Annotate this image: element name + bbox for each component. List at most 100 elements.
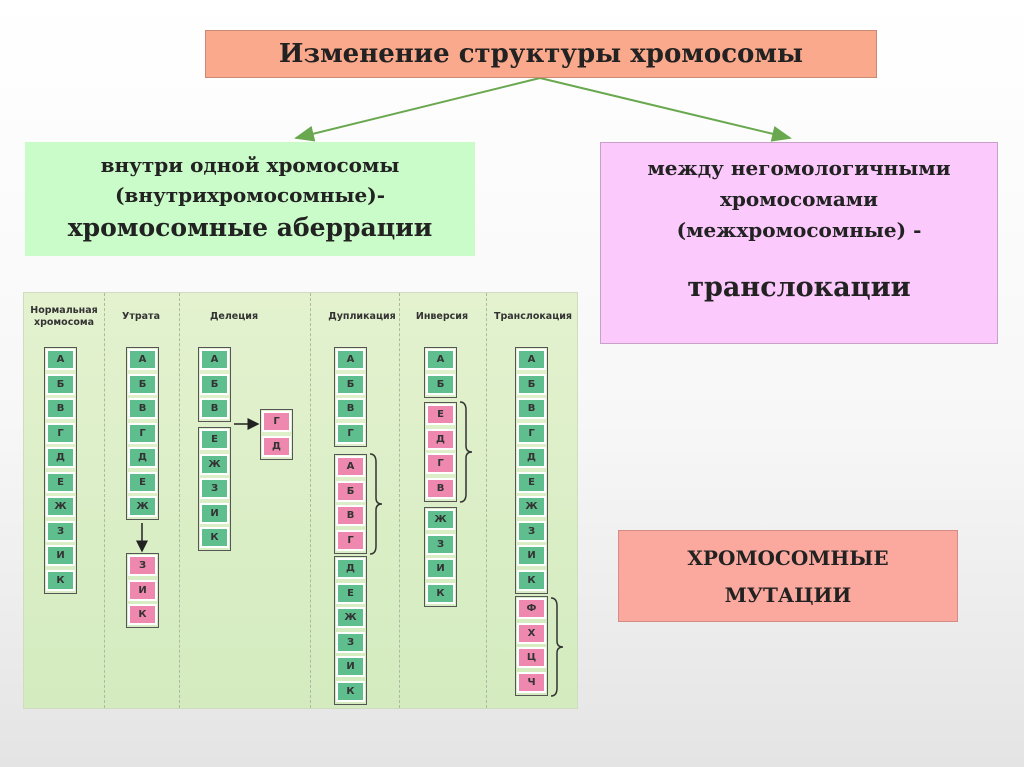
column-header-line: Транслокация bbox=[493, 311, 573, 322]
gene-cell: Ч bbox=[517, 671, 546, 693]
gene-cell: А bbox=[128, 349, 157, 370]
gene-cell: Х bbox=[517, 622, 546, 644]
chromosome-segment bbox=[515, 596, 548, 696]
gene-cell: К bbox=[200, 527, 229, 548]
inter-line-1: между негомологичными bbox=[647, 156, 951, 180]
gene-cell: И bbox=[128, 579, 157, 601]
gene-cell: И bbox=[46, 545, 75, 566]
gene-cell: Д bbox=[517, 447, 546, 468]
gene-cell: Б bbox=[517, 373, 546, 395]
gene-cell: Е bbox=[336, 582, 365, 604]
gene-cell: К bbox=[517, 569, 546, 591]
intrachromosomal-box: внутри одной хромосомы (внутрихромосомны… bbox=[25, 142, 475, 256]
duplication-brace bbox=[369, 453, 383, 555]
gene-cell: Г bbox=[336, 422, 365, 444]
gene-cell: Д bbox=[46, 447, 75, 468]
gene-cell: З bbox=[426, 533, 455, 555]
column-header-line: хромосома bbox=[33, 317, 95, 328]
gene-cell: В bbox=[336, 398, 365, 419]
intra-line-1: внутри одной хромосомы bbox=[100, 153, 400, 177]
gene-cell: З bbox=[336, 631, 365, 653]
gene-cell: Г bbox=[517, 422, 546, 444]
gene-cell: Г bbox=[336, 529, 365, 551]
gene-cell: Б bbox=[336, 480, 365, 502]
gene-cell: Ф bbox=[517, 598, 546, 619]
column-header-line: Дупликация bbox=[328, 311, 396, 322]
mutations-line-1: ХРОМОСОМНЫЕ bbox=[687, 546, 889, 570]
gene-cell: Ж bbox=[336, 607, 365, 628]
gene-cell: Д bbox=[426, 428, 455, 450]
gene-cell: Е bbox=[128, 471, 157, 493]
gene-cell: Ц bbox=[517, 647, 546, 668]
chromosome-segment bbox=[198, 427, 231, 551]
chromosome-segment bbox=[424, 347, 457, 398]
gene-cell: Ж bbox=[426, 509, 455, 530]
gene-cell: В bbox=[517, 398, 546, 419]
gene-cell: Б bbox=[128, 373, 157, 395]
gene-cell: Б bbox=[200, 373, 229, 395]
arrow-to-intra bbox=[294, 77, 541, 142]
column-divider bbox=[179, 293, 180, 708]
gene-cell: А bbox=[46, 349, 75, 370]
gene-cell: А bbox=[336, 456, 365, 477]
column-divider bbox=[486, 293, 487, 708]
gene-cell: И bbox=[517, 545, 546, 566]
translocation-brace bbox=[550, 597, 564, 697]
gene-cell: Г bbox=[46, 422, 75, 444]
column-header: Инверсия bbox=[402, 311, 482, 323]
column-divider bbox=[104, 293, 105, 708]
mutations-line-2: МУТАЦИИ bbox=[724, 583, 852, 607]
gene-cell: Ж bbox=[200, 453, 229, 475]
gene-cell: Ж bbox=[46, 496, 75, 517]
page-title: Изменение структуры хромосомы bbox=[278, 39, 804, 69]
gene-cell: К bbox=[128, 604, 157, 625]
gene-cell: А bbox=[200, 349, 229, 370]
chromosome-segment bbox=[126, 553, 159, 628]
gene-cell: В bbox=[426, 477, 455, 499]
gene-cell: В bbox=[200, 398, 229, 419]
gene-cell: Д bbox=[262, 435, 291, 457]
column-header-line: Утрата bbox=[122, 311, 160, 322]
gene-cell: З bbox=[517, 520, 546, 542]
gene-cell: К bbox=[426, 582, 455, 604]
gene-cell: И bbox=[336, 656, 365, 677]
gene-cell: З bbox=[200, 478, 229, 499]
gene-cell: Е bbox=[46, 471, 75, 493]
chromosome-segment bbox=[334, 347, 367, 447]
gene-cell: Ж bbox=[517, 496, 546, 517]
chromosome-segment bbox=[44, 347, 77, 594]
gene-cell: В bbox=[336, 505, 365, 526]
column-header: Дупликация bbox=[322, 311, 402, 323]
chromosome-segment bbox=[260, 409, 293, 460]
chromosome-segment bbox=[424, 402, 457, 502]
gene-cell: В bbox=[46, 398, 75, 419]
gene-cell: Г bbox=[262, 411, 291, 432]
column-header: Транслокация bbox=[493, 311, 573, 323]
intra-line-3: хромосомные аберрации bbox=[67, 213, 433, 242]
gene-cell: Г bbox=[426, 453, 455, 474]
column-header-line: Делеция bbox=[209, 311, 259, 322]
arrow-to-inter bbox=[539, 77, 792, 142]
gene-cell: З bbox=[46, 520, 75, 542]
gene-cell: А bbox=[426, 349, 455, 370]
gene-cell: Г bbox=[128, 422, 157, 444]
gene-cell: З bbox=[128, 555, 157, 576]
chromosome-segment bbox=[424, 507, 457, 607]
interchromosomal-box: между негомологичными хромосомами (межхр… bbox=[600, 142, 998, 344]
gene-cell: Б bbox=[336, 373, 365, 395]
gene-cell: Е bbox=[200, 429, 229, 450]
gene-cell: Е bbox=[517, 471, 546, 493]
chromosome-segment bbox=[334, 454, 367, 554]
gene-cell: Д bbox=[128, 447, 157, 468]
column-header: Утрата bbox=[101, 311, 181, 323]
column-header: Делеция bbox=[194, 311, 274, 323]
gene-cell: Б bbox=[46, 373, 75, 395]
inter-line-4: транслокации bbox=[687, 272, 911, 303]
gene-cell: И bbox=[426, 558, 455, 579]
title-box: Изменение структуры хромосомы bbox=[205, 30, 877, 78]
chromosome-segment bbox=[198, 347, 231, 422]
gene-cell: А bbox=[517, 349, 546, 370]
gene-cell: Ж bbox=[128, 496, 157, 517]
